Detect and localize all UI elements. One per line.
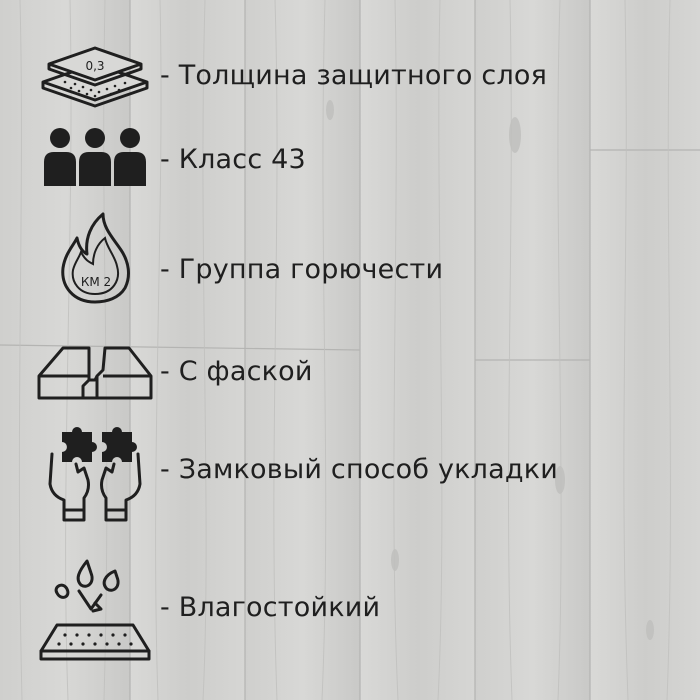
feature-protective-layer: 0,3 - Толщина защитного слоя <box>0 40 700 110</box>
feature-bevel: - С фаской <box>0 338 700 404</box>
feature-label-flammability: - Группа горючести <box>160 254 444 285</box>
protective-layer-icon: 0,3 <box>41 46 149 108</box>
layer-thickness-text: 0,3 <box>85 59 104 73</box>
feature-flammability: КМ 2 - Группа горючести <box>0 208 700 308</box>
people-class-icon <box>44 128 146 186</box>
feature-label-protective-layer: - Толщина защитного слоя <box>160 60 548 91</box>
feature-moisture-resistant: - Влагостойкий <box>0 556 700 666</box>
feature-label-click-lock: - Замковый способ укладки <box>160 454 558 485</box>
feature-label-class: - Класс 43 <box>160 144 306 175</box>
feature-click-lock: - Замковый способ укладки <box>0 424 700 524</box>
feature-label-moisture-resistant: - Влагостойкий <box>160 592 381 623</box>
feature-class: - Класс 43 <box>0 122 700 192</box>
feature-label-bevel: - С фаской <box>160 356 313 387</box>
water-drops-icon <box>39 559 151 661</box>
puzzle-hands-icon <box>48 426 142 522</box>
flammability-class-text: КМ 2 <box>81 275 111 289</box>
flame-icon: КМ 2 <box>61 212 130 304</box>
bevel-edge-icon <box>37 346 153 400</box>
